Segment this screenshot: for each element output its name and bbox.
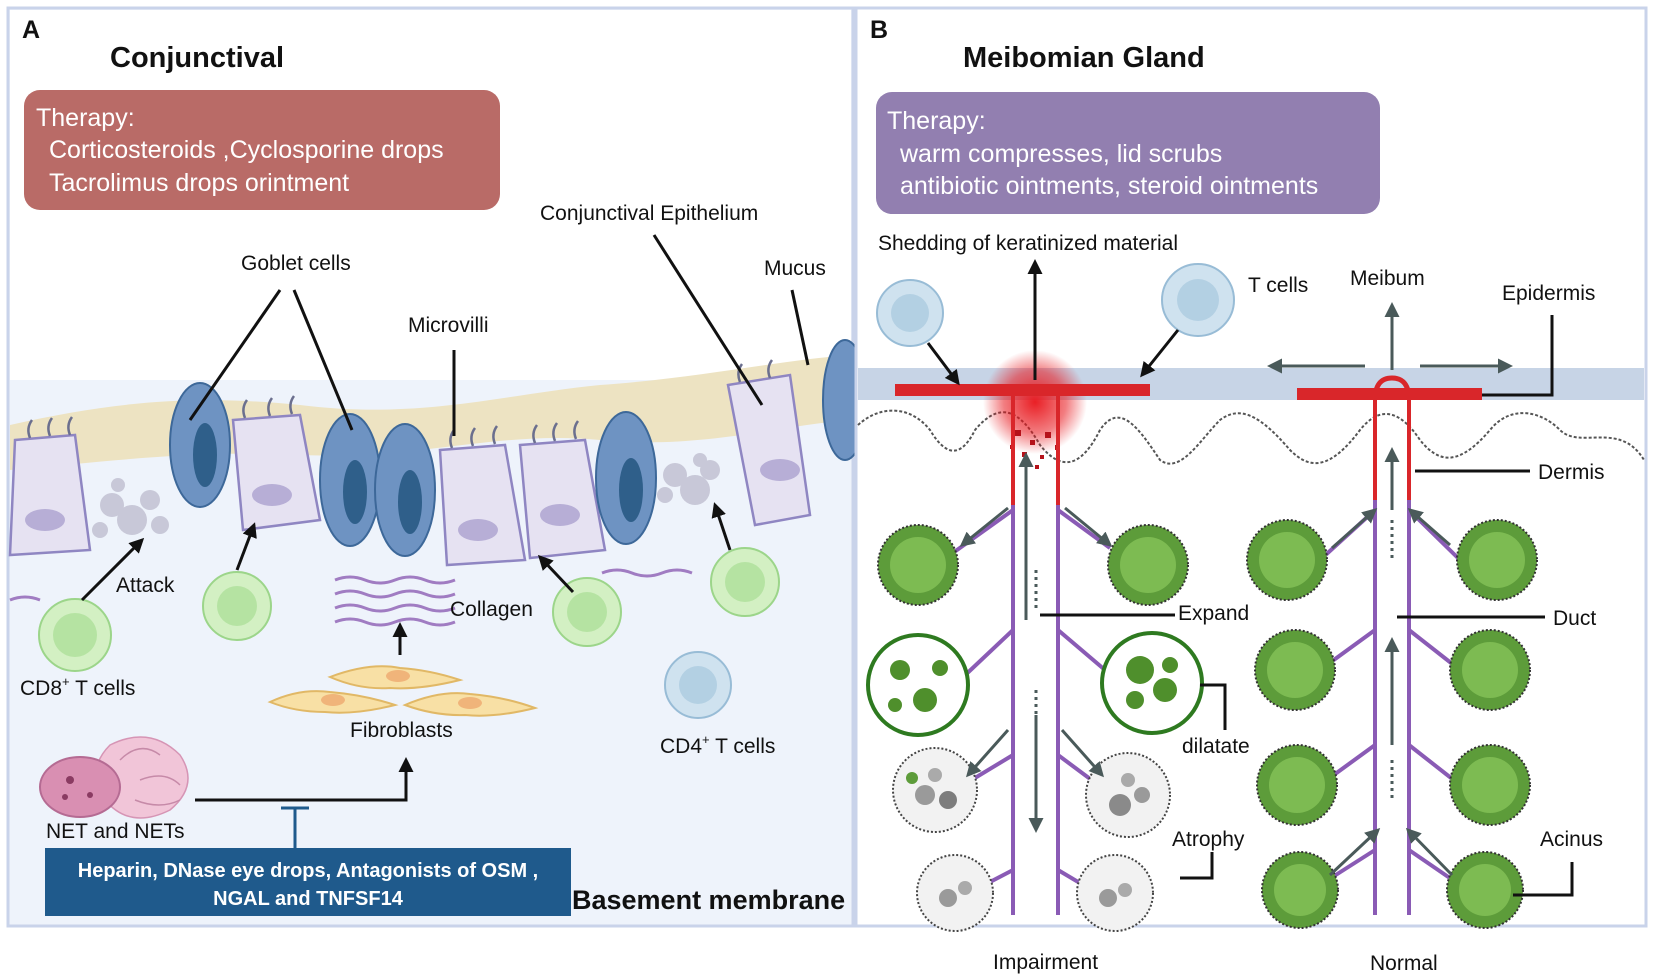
acinus-atrophic <box>1085 752 1171 838</box>
goblet-nucleus <box>343 460 367 524</box>
cd4-t-cell <box>664 651 732 719</box>
goblet-nucleus <box>619 458 643 522</box>
goblet-nucleus <box>193 423 217 487</box>
acinus <box>1246 519 1328 601</box>
nucleus <box>25 509 65 531</box>
acinus <box>1449 744 1531 826</box>
acinus <box>1449 629 1531 711</box>
t-cell-nucleus <box>725 562 765 602</box>
label-basement-membrane: Basement membrane <box>572 885 845 915</box>
acinus-dilated <box>866 633 970 737</box>
label-goblet-cells: Goblet cells <box>241 252 351 275</box>
acinus-dilated <box>1100 631 1204 735</box>
label-dermis: Dermis <box>1538 461 1605 484</box>
acinus-atrophic <box>1076 854 1154 932</box>
label-meibum: Meibum <box>1350 267 1425 290</box>
epithelial-cell <box>231 413 322 532</box>
acinus <box>1261 851 1339 929</box>
label-attack: Attack <box>116 574 175 597</box>
nucleus <box>760 459 800 481</box>
therapy-heading: Therapy: <box>36 104 135 132</box>
inhibitor-line-1: Heparin, DNase eye drops, Antagonists of… <box>78 860 538 882</box>
therapy-box-background <box>876 92 1380 214</box>
label-shedding: Shedding of keratinized material <box>878 232 1178 255</box>
acinus <box>1446 851 1524 929</box>
acinus <box>1456 519 1538 601</box>
acinus-atrophic <box>892 747 978 833</box>
label-normal: Normal <box>1370 952 1438 975</box>
epithelial-cell <box>8 433 92 557</box>
panel-b-therapy-box: Therapy: warm compresses, lid scrubs ant… <box>876 92 1380 214</box>
acinus <box>1256 744 1338 826</box>
panel-b-arrows <box>926 259 1513 877</box>
net-neutrophil <box>39 736 189 819</box>
acinus <box>1107 524 1189 606</box>
label-microvilli: Microvilli <box>408 314 489 337</box>
panel-b-title: Meibomian Gland <box>963 42 1205 74</box>
t-cell-nucleus <box>53 613 97 657</box>
t-cell-nucleus <box>891 294 929 332</box>
panel-b-leaders <box>1040 315 1574 897</box>
acinus-atrophic <box>916 854 994 932</box>
t-cell-nucleus <box>217 586 257 626</box>
label-duct: Duct <box>1553 607 1596 630</box>
goblet-cells <box>169 339 868 557</box>
panel-a-title: Conjunctival <box>110 42 284 74</box>
epithelial-cell <box>726 373 812 527</box>
keratin-plug <box>983 350 1087 454</box>
label-t-cells: T cells <box>1248 274 1308 297</box>
acinus <box>1254 629 1336 711</box>
label-impairment: Impairment <box>993 951 1098 974</box>
label-expand: Expand <box>1178 602 1249 625</box>
therapy-heading: Therapy: <box>887 107 986 135</box>
inhibitor-line-2: NGAL and TNFSF14 <box>213 888 404 910</box>
panel-a-letter: A <box>22 16 40 44</box>
impaired-acini <box>866 524 1204 932</box>
epithelial-nuclei <box>25 459 800 541</box>
impaired-orifice-bar <box>895 384 1150 396</box>
panel-a-leaders <box>80 234 810 848</box>
label-mucus: Mucus <box>764 257 826 280</box>
nucleus <box>540 504 580 526</box>
panel-b-letter: B <box>870 16 888 44</box>
label-epidermis: Epidermis <box>1502 282 1595 305</box>
epithelial-cells <box>8 373 812 567</box>
therapy-line-1: Corticosteroids ,Cyclosporine drops <box>49 136 444 164</box>
label-collagen: Collagen <box>450 598 533 621</box>
panel-b: B Meibomian Gland Therapy: warm compress… <box>854 6 1648 975</box>
fibroblast-nuclei <box>321 670 482 709</box>
t-cell-nucleus <box>1177 279 1219 321</box>
label-atrophy: Atrophy <box>1172 828 1245 851</box>
inhibitor-box-background <box>45 848 571 916</box>
collagen-fibers <box>9 568 693 627</box>
cd8-t-cells <box>38 547 780 672</box>
goblet-nucleus <box>398 470 422 534</box>
label-cd8-t-cells: CD8+ T cells <box>20 674 135 700</box>
therapy-line-1: warm compresses, lid scrubs <box>899 140 1222 168</box>
nucleus <box>458 519 498 541</box>
inhibitor-box: Heparin, DNase eye drops, Antagonists of… <box>45 848 571 916</box>
dermis-boundary <box>857 409 1645 465</box>
label-conjunctival-epithelium: Conjunctival Epithelium <box>540 202 758 225</box>
nucleus <box>252 484 292 506</box>
label-acinus: Acinus <box>1540 828 1603 851</box>
label-cd4-t-cells: CD4+ T cells <box>660 732 775 758</box>
epithelial-cell <box>518 438 607 560</box>
normal-orifice-bar <box>1297 388 1482 400</box>
panel-a-therapy-box: Therapy: Corticosteroids ,Cyclosporine d… <box>24 90 500 210</box>
cell-debris <box>92 453 720 538</box>
normal-acini <box>1246 519 1538 929</box>
label-net: NET and NETs <box>46 820 185 843</box>
t-cell-nucleus <box>567 592 607 632</box>
therapy-line-2: Tacrolimus drops orintment <box>49 169 349 197</box>
label-dilatate: dilatate <box>1182 735 1250 758</box>
label-fibroblasts: Fibroblasts <box>350 719 453 742</box>
acinus <box>877 524 959 606</box>
panel-a: A Conjunctival Therapy: Corticosteroids … <box>6 6 868 928</box>
therapy-line-2: antibiotic ointments, steroid ointments <box>900 172 1318 200</box>
therapy-box-background <box>24 90 500 210</box>
panel-b-t-cells <box>876 263 1235 347</box>
